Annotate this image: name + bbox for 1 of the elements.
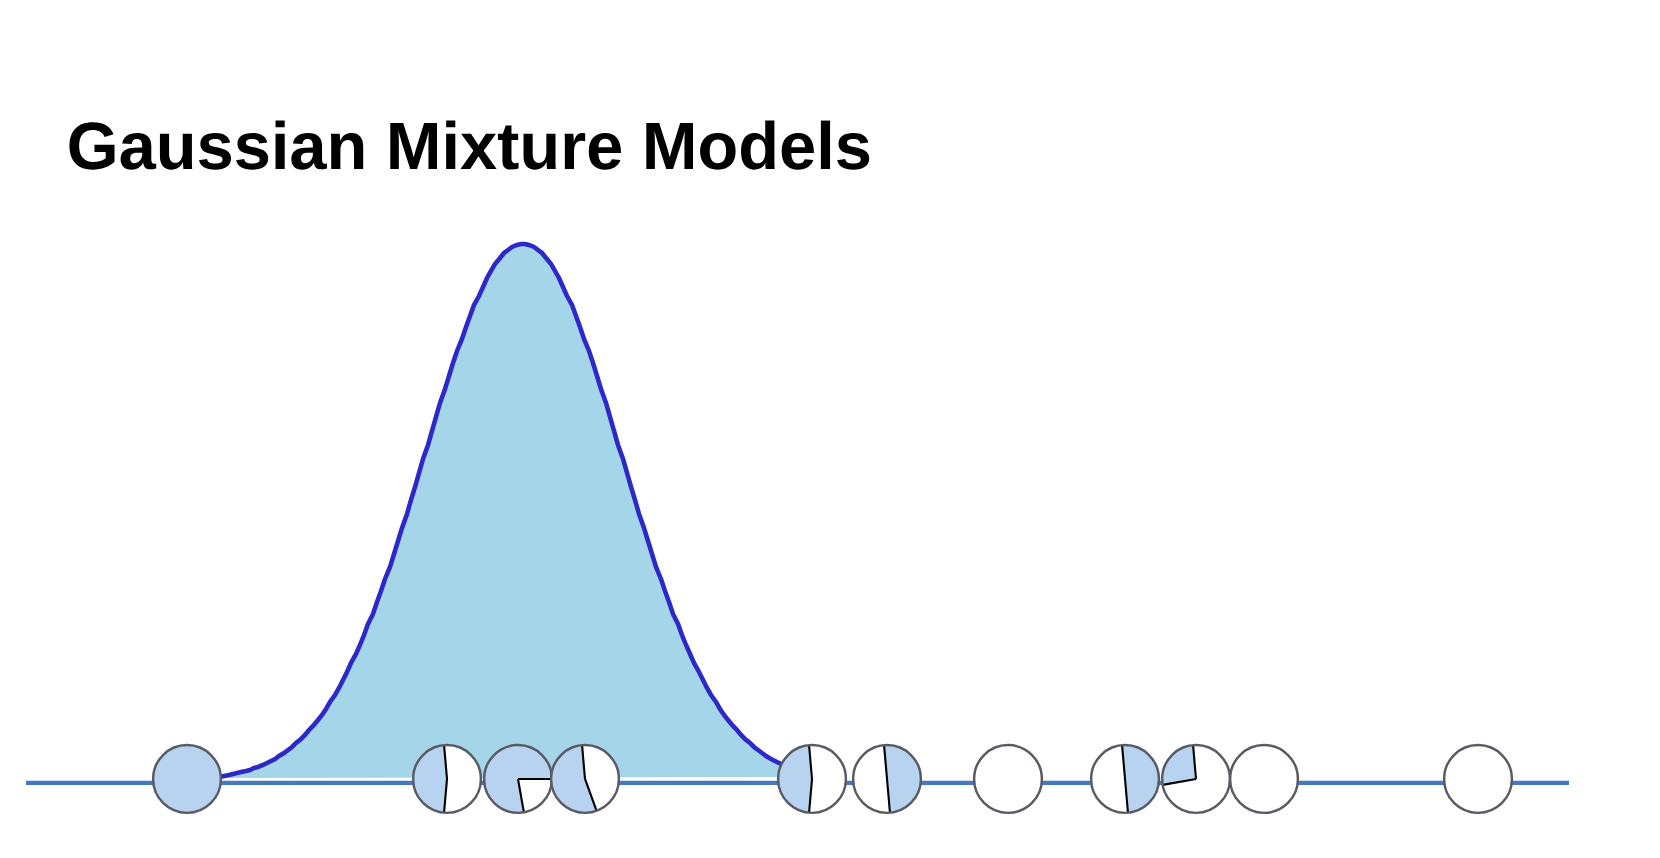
title: Gaussian Mixture Models (69, 120, 870, 170)
